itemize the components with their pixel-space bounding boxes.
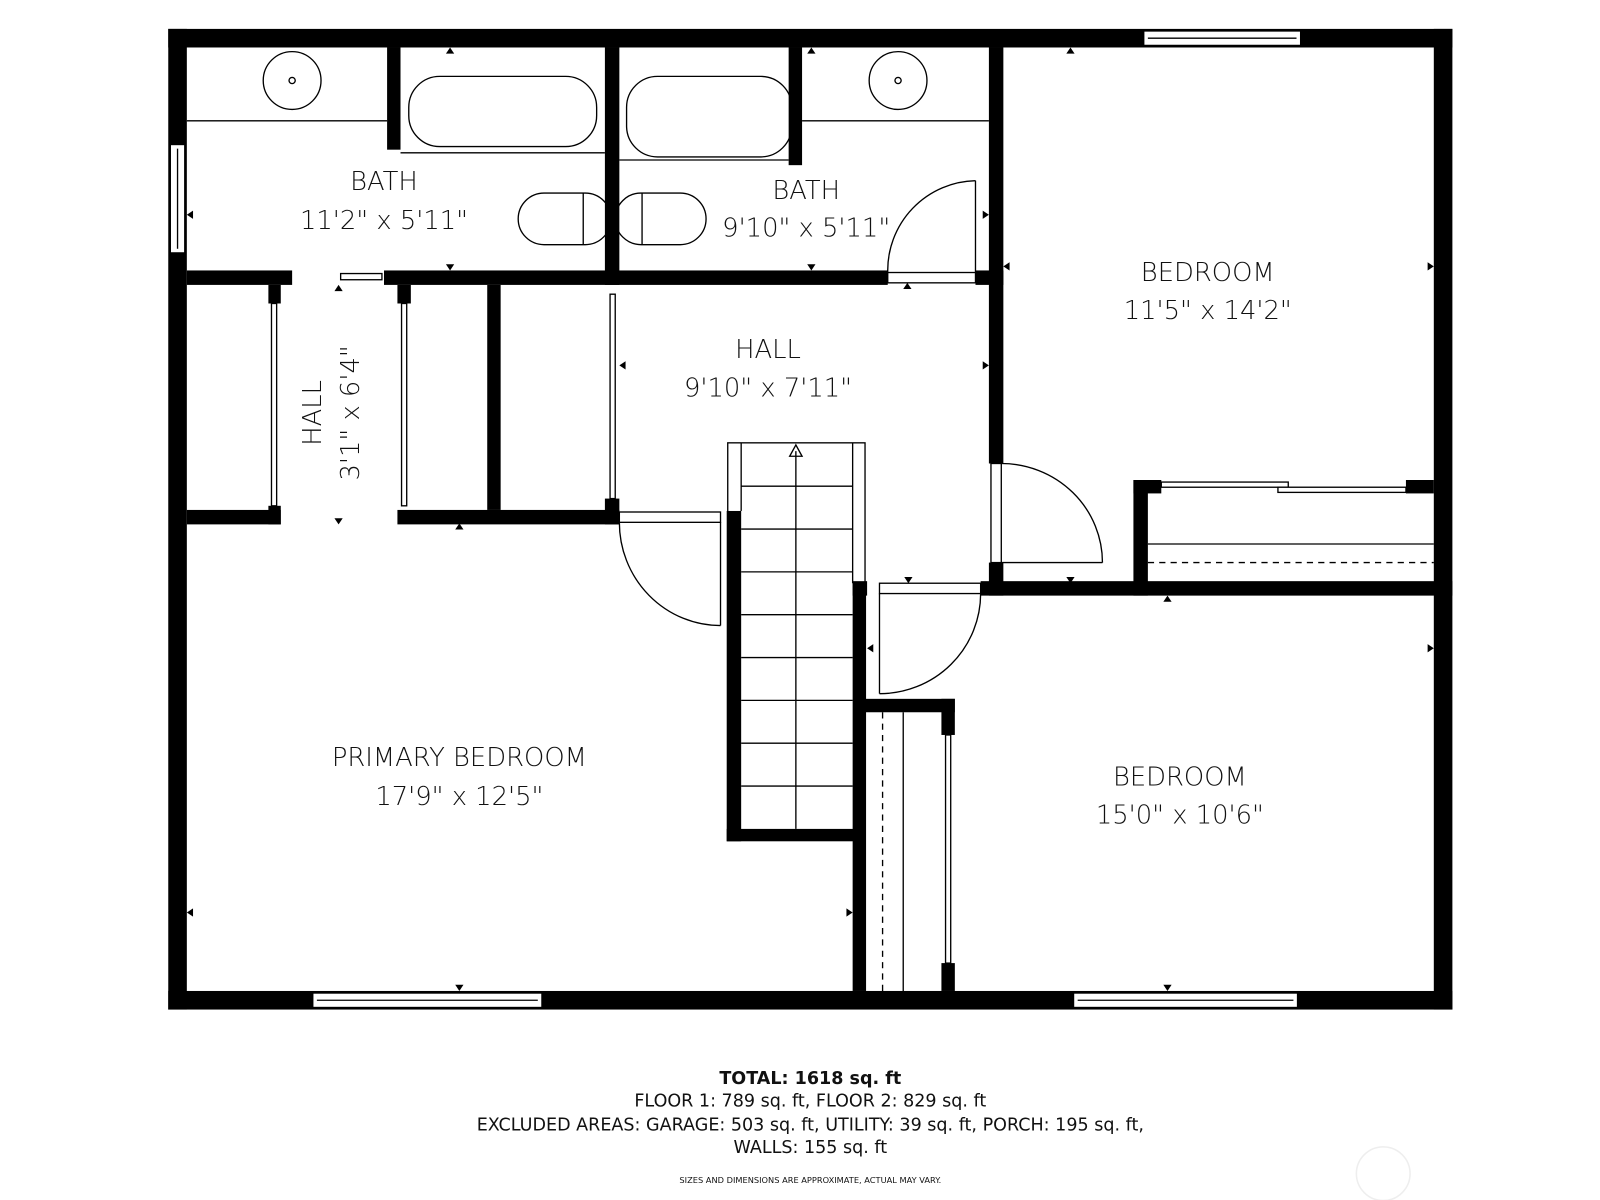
sink-icon — [868, 50, 928, 111]
staircase — [727, 442, 866, 832]
room-dims: 11'5" x 14'2" — [1124, 296, 1292, 326]
total-area: TOTAL: 1618 sq. ft — [719, 1069, 901, 1089]
doors — [618, 179, 1104, 695]
dimension-markers — [186, 47, 1434, 991]
bathtub-icon — [408, 75, 598, 148]
toilet-icon — [614, 192, 707, 246]
bathtub-icon — [625, 75, 793, 158]
area-summary: TOTAL: 1618 sq. ft FLOOR 1: 789 sq. ft, … — [477, 1069, 1411, 1200]
interior-walls — [186, 47, 1453, 991]
room-name: HALL — [735, 335, 801, 365]
room-name: HALL — [298, 380, 328, 446]
floor-areas: FLOOR 1: 789 sq. ft, FLOOR 2: 829 sq. ft — [634, 1092, 986, 1112]
stair-arrow-icon — [788, 443, 804, 457]
room-dims: 9'10" x 5'11" — [722, 213, 890, 243]
room-name: BATH — [350, 167, 418, 197]
room-dims: 11'2" x 5'11" — [300, 206, 468, 236]
fixtures — [186, 50, 1434, 991]
room-dims: 17'9" x 12'5" — [375, 782, 543, 812]
watermark-logo — [1355, 1146, 1411, 1200]
toilet-icon — [517, 192, 612, 246]
room-dims: 15'0" x 10'6" — [1096, 801, 1264, 831]
room-name: BEDROOM — [1141, 258, 1275, 288]
sink-icon — [262, 50, 322, 111]
room-name: BEDROOM — [1113, 763, 1247, 793]
room-name: PRIMARY BEDROOM — [332, 743, 587, 773]
excluded-areas: EXCLUDED AREAS: GARAGE: 503 sq. ft, UTIL… — [477, 1115, 1144, 1135]
room-name: BATH — [772, 176, 840, 206]
room-labels: BATH 11'2" x 5'11" BATH 9'10" x 5'11" BE… — [298, 167, 1292, 831]
room-dims: 3'1" x 6'4" — [336, 345, 366, 480]
disclaimer: SIZES AND DIMENSIONS ARE APPROXIMATE, AC… — [679, 1175, 941, 1185]
walls-area: WALLS: 155 sq. ft — [733, 1138, 887, 1158]
windows — [169, 30, 1302, 1009]
room-dims: 9'10" x 7'11" — [684, 373, 852, 403]
